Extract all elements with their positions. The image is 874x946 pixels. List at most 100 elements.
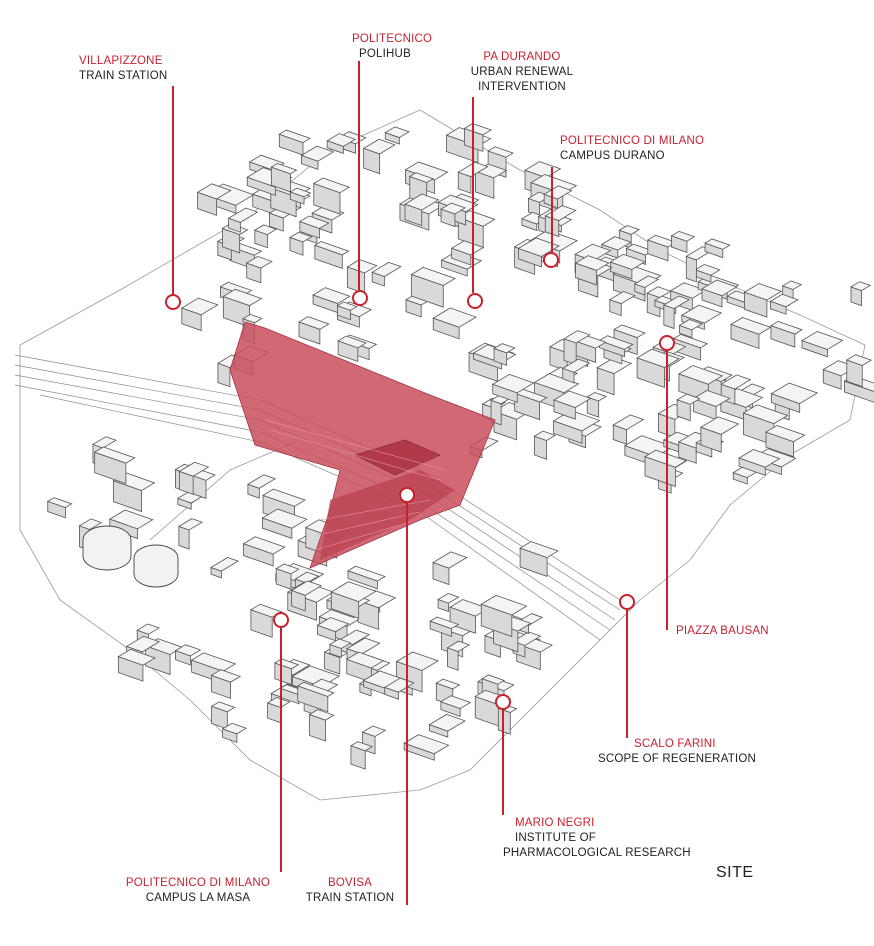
project-site-area [229,321,496,569]
building-roof [672,333,709,349]
building-roof [770,382,819,405]
building-wall [663,304,675,330]
building-roof [174,644,202,657]
building-roof [253,224,278,236]
building-roof [435,678,461,690]
building-roof [270,163,298,175]
building-roof [312,177,351,194]
label-title: BOVISA [327,877,373,889]
label-campus-la-masa: POLITECNICO DI MILANO CAMPUS LA MASA [122,876,274,906]
gasometers [82,525,179,588]
label-subtitle: PHARMACOLOGICAL RESEARCH [503,847,691,859]
building-roof [249,603,283,618]
building-roof [313,241,350,256]
building-roof [743,283,783,301]
building-roof [850,281,872,292]
label-title: VILLAPIZZONE [79,55,163,67]
building-roof [312,287,351,304]
building-roof [404,161,449,181]
building-roof [275,563,300,575]
building-roof [408,172,434,183]
building-roof [428,713,466,732]
building-wall [685,255,697,283]
label-subtitle: CAMPUS DURANO [560,150,665,162]
building-roof [245,256,273,269]
building-roof [738,449,781,468]
building-roof [326,133,357,147]
label-polihub: POLITECNICO POLIHUB [352,32,432,62]
building-roof [519,541,559,559]
building-roof [609,253,646,270]
building-roof [586,392,608,402]
building-roof [290,580,323,596]
label-subtitle: INTERVENTION [478,81,566,93]
label-title: POLITECNICO DI MILANO [125,877,271,889]
building-roof [222,288,263,307]
building-roof [262,488,306,507]
building-roof [136,623,160,635]
building-roof [328,638,352,649]
building-roof [553,390,592,408]
label-title: POLITECNICO DI MILANO [560,135,705,147]
building-roof [446,640,471,652]
building-roof [362,138,396,155]
label-title: SCALO FARINI [634,738,716,750]
building-roof [338,629,371,646]
building-roof [117,648,156,666]
building-roof [699,416,740,435]
building-roof [463,123,493,136]
building-roof [677,365,724,385]
building-roof [670,230,696,242]
building-roof [289,231,313,243]
building-roof [561,358,591,373]
building-roof [403,734,450,755]
label-title: MARIO NEGRI [515,817,595,829]
building-roof [108,509,154,530]
building-roof [210,701,236,713]
building-roof [242,313,263,324]
building-roof [177,518,204,531]
label-subtitle: INSTITUTE OF [515,832,596,844]
building-roof [289,187,312,198]
building-roof [694,264,721,276]
building-roof [227,207,259,223]
building-roof [770,320,803,335]
building-roof [491,373,535,394]
building-roof [781,280,803,290]
building-roof [608,291,636,305]
building-roof [633,275,660,288]
building-roof [361,725,387,737]
site-caption: SITE [716,864,754,881]
building-roof [371,261,402,277]
building-roof [845,354,873,366]
building-roof [298,215,330,229]
label-subtitle: SCOPE OF REGENERATION [598,753,756,765]
building-roof [278,129,311,144]
building-roof [350,741,374,752]
building-roof [330,581,377,603]
building-roof [480,594,528,616]
building-roof [178,461,210,477]
building-roof [512,631,542,646]
building-roof [180,297,219,316]
building-roof [308,709,335,721]
building-roof [440,202,467,215]
building-roof [450,240,485,256]
building-roof [246,474,277,489]
building-roof [613,324,646,339]
label-subtitle: TRAIN STATION [305,892,395,904]
building-roof [662,295,691,310]
building-roof [437,593,460,604]
label-campus-durano: POLITECNICO DI MILANO CAMPUS DURANO [560,134,704,164]
building-roof [533,430,557,441]
building-roof [692,389,731,407]
building-roof [261,508,308,529]
building-roof [432,551,468,569]
building-roof [704,238,731,250]
building-roof [449,599,490,617]
building-roof [646,234,677,248]
map-markers [165,61,675,905]
building-roof [93,446,136,464]
building-roof [347,565,386,582]
